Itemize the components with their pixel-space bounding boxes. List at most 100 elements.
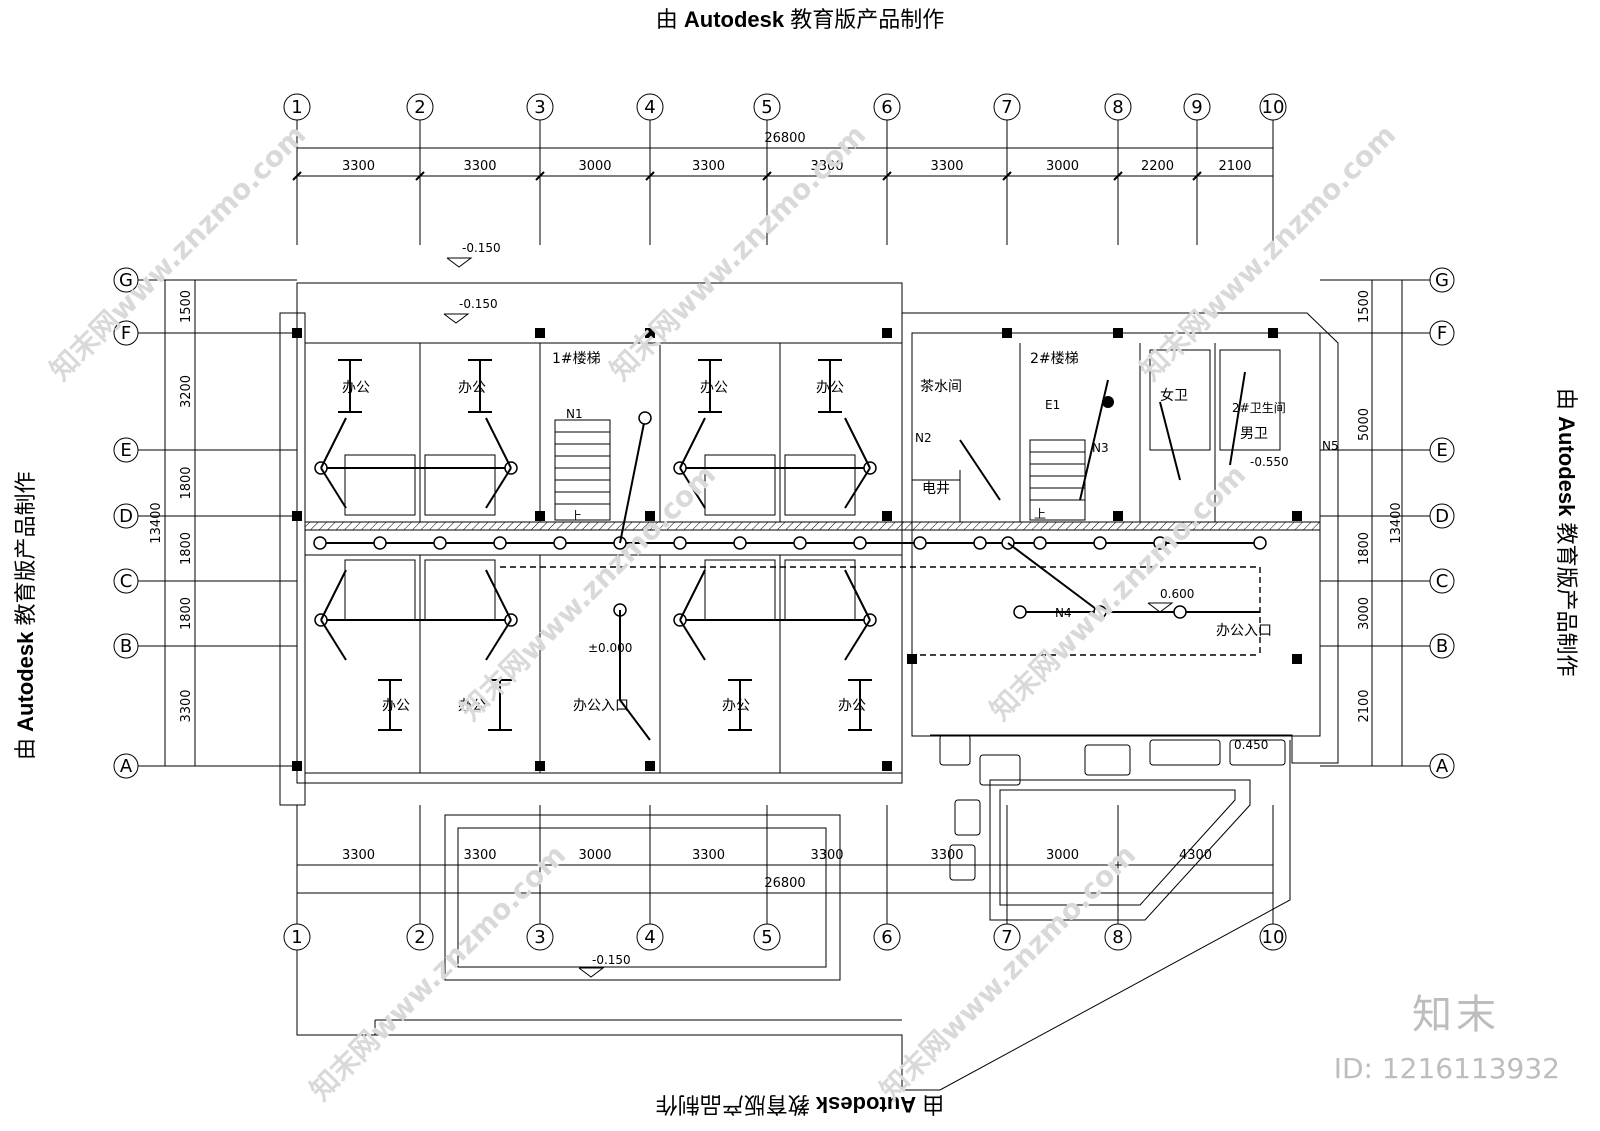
- axis-label-right-F: F: [1437, 323, 1447, 344]
- elev-top-inner: -0.150: [459, 297, 498, 311]
- axis-label-top-6: 6: [881, 97, 892, 118]
- room-office-1: 办公: [342, 380, 370, 396]
- corridor-band: [304, 521, 1321, 531]
- room-office-2: 办公: [458, 380, 486, 396]
- right-block-outline: [902, 312, 1339, 764]
- structural-column-12: [1292, 511, 1302, 521]
- corridor-lamp-0: [313, 536, 327, 550]
- axis-label-bottom-5: 5: [761, 927, 772, 948]
- elev-bottom-yard: -0.150: [592, 953, 631, 967]
- dim-top-seg-7: 2200: [1141, 159, 1174, 174]
- image-id-label: ID: 1216113932: [1333, 1052, 1560, 1085]
- stair1-lamp: [638, 411, 652, 425]
- corridor-lamp-9: [853, 536, 867, 550]
- corridor-lamp-6: [673, 536, 687, 550]
- stair2-lamp: [1102, 396, 1114, 408]
- dim-tick-top-5: [882, 171, 892, 181]
- dim-top-total: 26800: [764, 131, 805, 146]
- yard-slab-1: [979, 754, 1021, 786]
- office-cluster-tr-e: [844, 467, 871, 509]
- room-office-3: 办公: [700, 380, 728, 396]
- dim-bottom-seg-6: 3000: [1046, 848, 1079, 863]
- room-toilet-2: 2#卫生间: [1232, 401, 1286, 415]
- dim-top-seg-8: 2100: [1218, 159, 1251, 174]
- room-tea: 茶水间: [920, 379, 962, 395]
- dim-top-seg-6: 3000: [1046, 159, 1079, 174]
- corridor-lamp-8: [793, 536, 807, 550]
- office-cluster-br-b: [679, 569, 706, 621]
- tag-n2: N2: [915, 431, 932, 445]
- office-cluster-tl-b: [320, 417, 347, 469]
- room-stair-1: 1#楼梯: [552, 351, 601, 367]
- office-cluster-bl-d: [320, 619, 347, 661]
- axis-label-left-F: F: [121, 323, 131, 344]
- dim-top-seg-4: 3300: [810, 159, 843, 174]
- axis-label-left-E: E: [120, 440, 131, 461]
- dim-left-seg-0: 1500: [179, 290, 194, 323]
- office-cluster-bl-c: [485, 569, 512, 621]
- dim-right-total: 13400: [1389, 502, 1404, 543]
- dim-tick-top-1: [415, 171, 425, 181]
- axis-label-bottom-2: 2: [414, 927, 425, 948]
- dim-tick-top-6: [1002, 171, 1012, 181]
- structural-column-0: [292, 328, 302, 338]
- tag-e1: E1: [1045, 398, 1060, 412]
- corridor-lamp-3: [493, 536, 507, 550]
- axis-label-left-G: G: [119, 270, 133, 291]
- znzmo-logo: 知末: [1412, 992, 1500, 1038]
- room-office-entrance-left: 办公入口: [573, 698, 629, 714]
- office-cluster-bl-b: [320, 569, 347, 621]
- dim-bottom-seg-2: 3000: [578, 848, 611, 863]
- yard-slab-6: [949, 844, 976, 881]
- office-cluster-tl-d: [320, 467, 347, 509]
- structural-column-17: [1292, 654, 1302, 664]
- stair2-up-label: 上: [1034, 507, 1046, 521]
- dim-left-seg-4: 1800: [179, 597, 194, 630]
- axis-label-bottom-4: 4: [644, 927, 655, 948]
- toilet-wire-b: [1229, 371, 1246, 466]
- entry-left-switch: [619, 699, 651, 741]
- structural-column-2: [645, 328, 655, 338]
- stair-up-label: 上: [570, 509, 582, 523]
- office-cluster-br-d: [679, 619, 706, 661]
- structural-column-10: [882, 511, 892, 521]
- yard-slab-2: [1084, 744, 1131, 776]
- corridor-lamp-11: [973, 536, 987, 550]
- right-block-inner: [911, 332, 1321, 737]
- axis-label-right-E: E: [1436, 440, 1447, 461]
- axis-label-top-1: 1: [291, 97, 302, 118]
- dim-left-total: 13400: [149, 502, 164, 543]
- structural-column-7: [292, 511, 302, 521]
- yard-pool-inner: [457, 827, 827, 968]
- dim-tick-top-7: [1113, 171, 1123, 181]
- office-cluster-br-e: [844, 619, 871, 661]
- axis-label-bottom-6: 6: [881, 927, 892, 948]
- dim-right-seg-4: 2100: [1357, 689, 1372, 722]
- dim-tick-top-4: [762, 171, 772, 181]
- office-cluster-tr-c: [844, 417, 871, 469]
- dim-top-seg-3: 3300: [692, 159, 725, 174]
- corridor-lamp-1: [373, 536, 387, 550]
- structural-column-16: [882, 761, 892, 771]
- structural-column-11: [1113, 511, 1123, 521]
- corridor-lamp-4: [553, 536, 567, 550]
- dim-right-seg-2: 1800: [1357, 532, 1372, 565]
- axis-label-bottom-1: 1: [291, 927, 302, 948]
- dim-left-seg-1: 3200: [179, 375, 194, 408]
- dim-bottom-seg-5: 3300: [930, 848, 963, 863]
- elevations: -0.150 -0.150 ±0.000 0.600 0.450 -0.150 …: [459, 241, 1289, 967]
- n4-leader: [1007, 542, 1101, 613]
- structural-column-4: [1002, 328, 1012, 338]
- elev-office-entry: 0.600: [1160, 587, 1194, 601]
- dim-bottom-seg-7: 4300: [1179, 848, 1212, 863]
- axis-label-top-2: 2: [414, 97, 425, 118]
- autodesk-stamp-top: 由 Autodesk 教育版产品制作: [655, 7, 945, 32]
- dim-bottom-seg-0: 3300: [342, 848, 375, 863]
- dim-top-seg-0: 3300: [342, 159, 375, 174]
- dim-bottom-seg-4: 3300: [810, 848, 843, 863]
- right-yard-edge: [902, 740, 1291, 1091]
- toilet-wire-a: [1159, 401, 1181, 481]
- dim-top-seg-5: 3300: [930, 159, 963, 174]
- structural-column-1: [535, 328, 545, 338]
